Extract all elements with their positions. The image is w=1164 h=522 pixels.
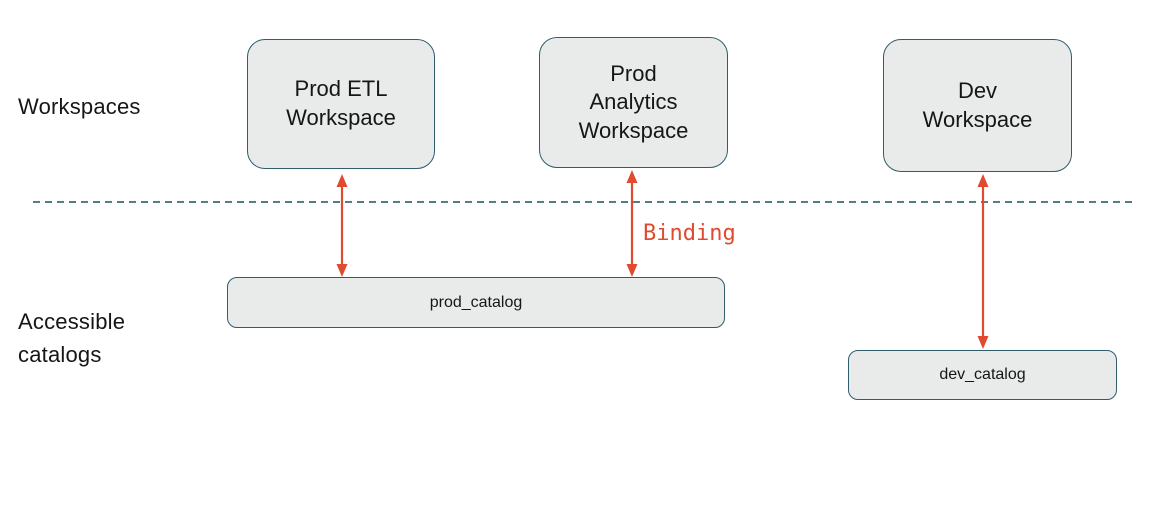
binding-arrow-prod-analytics (626, 170, 638, 277)
arrowhead-down-icon (626, 264, 638, 277)
binding-arrow-prod-etl (336, 174, 348, 277)
arrowhead-down-icon (977, 336, 989, 349)
workspaces-row-label: Workspaces (18, 94, 141, 119)
arrowhead-up-icon (977, 174, 989, 187)
catalog-node-prod-catalog: prod_catalog (227, 277, 725, 328)
catalog-node-label: dev_catalog (939, 366, 1026, 383)
workspace-node-label: Prod Analytics Workspace (578, 60, 689, 143)
workspace-node-label: Prod ETL Workspace (286, 76, 396, 130)
arrowhead-down-icon (336, 264, 348, 277)
workspace-node-prod-etl: Prod ETL Workspace (247, 39, 435, 169)
arrowhead-up-icon (626, 170, 638, 183)
workspace-node-prod-analytics: Prod Analytics Workspace (539, 37, 728, 168)
workspace-node-dev: Dev Workspace (883, 39, 1072, 172)
arrowhead-up-icon (336, 174, 348, 187)
accessible-catalogs-row-label: Accessible catalogs (18, 309, 126, 367)
catalog-node-label: prod_catalog (429, 293, 523, 311)
workspace-node-label: Dev Workspace (922, 77, 1033, 132)
catalog-node-dev-catalog: dev_catalog (848, 350, 1117, 400)
binding-annotation-label: Binding (643, 221, 736, 246)
binding-arrow-dev (977, 174, 989, 349)
